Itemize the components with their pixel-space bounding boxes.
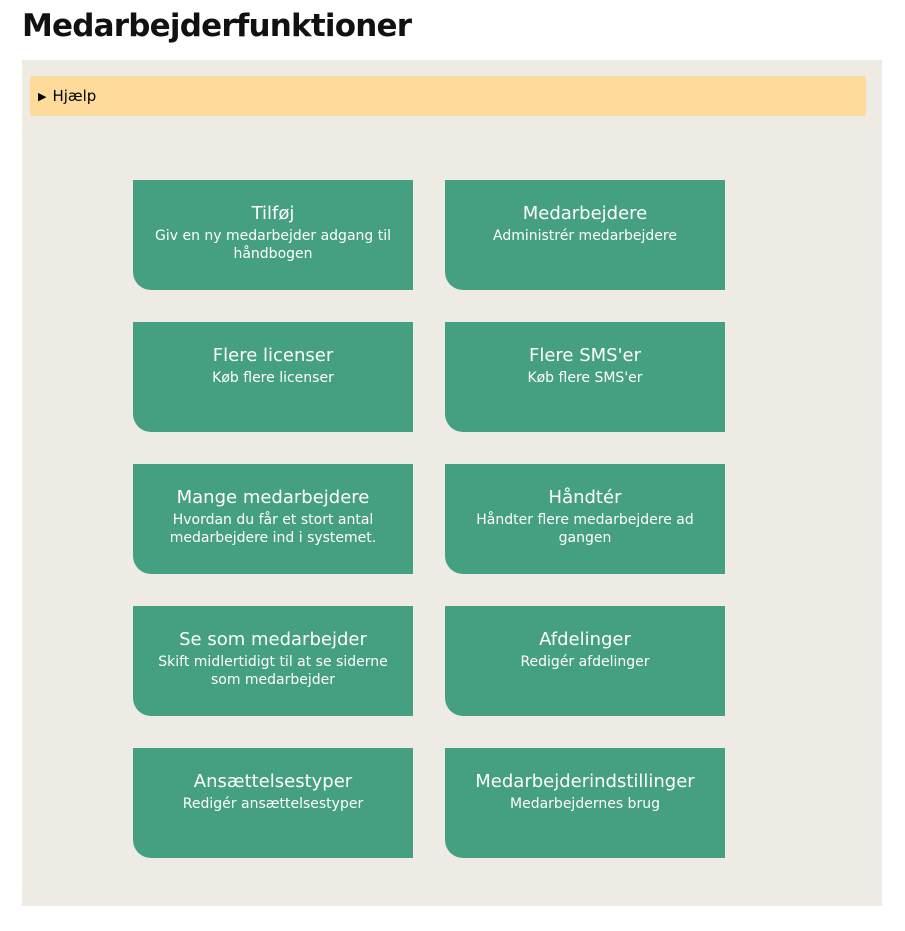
tile-ansaettelsestyper[interactable]: Ansættelsestyper Redigér ansættelsestype… <box>133 748 413 858</box>
tile-title: Tilføj <box>251 203 295 224</box>
tile-title: Ansættelsestyper <box>193 771 353 792</box>
tile-title: Flere SMS'er <box>528 345 642 366</box>
triangle-right-icon: ▶ <box>38 89 47 103</box>
tile-tilfoj[interactable]: Tilføj Giv en ny medarbejder adgang til … <box>133 180 413 290</box>
tile-description: Redigér ansættelsestyper <box>182 796 364 812</box>
tile-description: Hvordan du får et stort antal medarbejde… <box>169 512 377 546</box>
tile-flere-sms[interactable]: Flere SMS'er Køb flere SMS'er <box>445 322 725 432</box>
tile-medarbejdere[interactable]: Medarbejdere Administrér medarbejdere <box>445 180 725 290</box>
tile-mange-medarbejdere[interactable]: Mange medarbejdere Hvordan du får et sto… <box>133 464 413 574</box>
tile-description: Håndter flere medarbejdere ad gangen <box>476 512 694 546</box>
help-label: Hjælp <box>52 87 97 105</box>
tile-description: Skift midlertidigt til at se siderne som… <box>158 654 388 688</box>
tile-title: Afdelinger <box>539 629 631 650</box>
page-title: Medarbejderfunktioner <box>22 8 412 44</box>
tile-description: Køb flere licenser <box>212 370 334 386</box>
tile-description: Giv en ny medarbejder adgang til håndbog… <box>155 228 391 262</box>
tile-description: Administrér medarbejdere <box>493 228 677 244</box>
help-toggle[interactable]: ▶ Hjælp <box>30 76 866 116</box>
tile-title: Flere licenser <box>212 345 334 366</box>
tile-description: Redigér afdelinger <box>520 654 650 670</box>
tile-handter[interactable]: Håndtér Håndter flere medarbejdere ad ga… <box>445 464 725 574</box>
tile-title: Mange medarbejdere <box>176 487 370 508</box>
tile-title: Se som medarbejder <box>179 629 367 650</box>
tile-description: Køb flere SMS'er <box>527 370 643 386</box>
tile-description: Medarbejdernes brug <box>510 796 660 812</box>
tile-flere-licenser[interactable]: Flere licenser Køb flere licenser <box>133 322 413 432</box>
tile-se-som-medarbejder[interactable]: Se som medarbejder Skift midlertidigt ti… <box>133 606 413 716</box>
tile-medarbejderindstillinger[interactable]: Medarbejderindstillinger Medarbejdernes … <box>445 748 725 858</box>
tile-title: Håndtér <box>548 487 622 508</box>
function-tiles-grid: Tilføj Giv en ny medarbejder adgang til … <box>133 180 725 858</box>
tile-title: Medarbejderindstillinger <box>475 771 695 792</box>
tile-afdelinger[interactable]: Afdelinger Redigér afdelinger <box>445 606 725 716</box>
content-panel: ▶ Hjælp Tilføj Giv en ny medarbejder adg… <box>22 60 882 906</box>
tile-title: Medarbejdere <box>522 203 648 224</box>
